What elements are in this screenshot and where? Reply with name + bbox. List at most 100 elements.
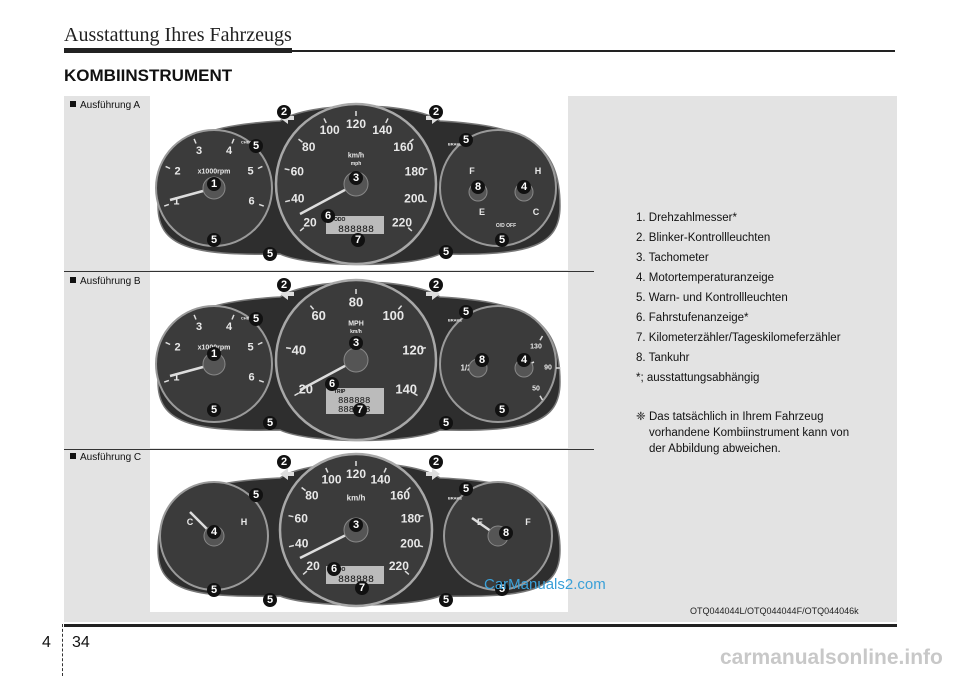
callout-5: 5 (207, 233, 221, 247)
svg-text:5: 5 (443, 246, 449, 258)
variant-label-a: Ausführung A (70, 100, 140, 111)
fuel-full-label: F (469, 166, 475, 176)
callout-4: 4 (517, 180, 531, 194)
svg-text:5: 5 (253, 489, 259, 501)
callout-2-left: 2 (277, 278, 291, 292)
dial-tick-mark (409, 138, 414, 143)
dial-tick-label: 180 (405, 165, 425, 179)
svg-text:5: 5 (267, 594, 273, 606)
legend-note: ❈ Das tatsächlich in Ihrem Fahrzeug vorh… (636, 409, 886, 457)
callout-5: 5 (459, 482, 473, 496)
callout-5: 5 (439, 245, 453, 259)
dial-tick-mark (405, 486, 411, 492)
svg-text:5: 5 (443, 417, 449, 429)
callout-5: 5 (263, 247, 277, 261)
callout-5: 5 (207, 403, 221, 417)
dial-tick-mark (285, 346, 292, 350)
dial-tick-mark (258, 379, 265, 383)
temp-hot-label: H (535, 166, 542, 176)
dial-tick-label: 4 (226, 145, 233, 157)
svg-text:5: 5 (211, 584, 217, 596)
dial-tick-label: 80 (305, 489, 319, 503)
variant-c-text: Ausführung C (80, 452, 142, 463)
callout-4: 4 (517, 353, 531, 367)
variant-a-text: Ausführung A (80, 100, 141, 111)
variant-label-c: Ausführung C (70, 452, 141, 463)
dial-tick-mark (309, 305, 315, 310)
svg-text:8: 8 (475, 181, 481, 193)
rpm-unit-label: x1000rpm (198, 169, 231, 176)
dial-tick-mark (302, 570, 308, 575)
svg-text:8: 8 (479, 354, 485, 366)
svg-text:1: 1 (211, 178, 217, 190)
dial-tick-label: 220 (389, 559, 409, 573)
brake-label: BRAKE (448, 142, 463, 147)
dial-tick-mark (294, 392, 300, 397)
svg-text:2: 2 (281, 279, 287, 291)
dial-tick-label: 2 (174, 166, 180, 178)
svg-text:5: 5 (211, 234, 217, 246)
dial-tick-label: 100 (321, 473, 341, 487)
callout-5: 5 (207, 583, 221, 597)
dial-tick-label: 6 (249, 372, 255, 384)
callout-5: 5 (249, 312, 263, 326)
dial-tick-mark (421, 199, 427, 203)
callout-5: 5 (439, 593, 453, 607)
legend-list: 1. Drehzahlmesser* 2. Blinker-Kontrollle… (636, 208, 886, 388)
note-mark-icon: ❈ (636, 411, 646, 423)
dial-tick-mark (165, 165, 171, 170)
dial-tick-label: 160 (393, 140, 413, 154)
dial-tick-label: 100 (382, 308, 404, 323)
page-number: 34 (72, 634, 90, 651)
legend-item: 6. Fahrstufenanzeige* (636, 312, 749, 324)
dial-tick-mark (417, 544, 424, 548)
note-line: vorhandene Kombiinstrument kann von (649, 427, 850, 439)
speed-unit-mph: mph (351, 161, 362, 167)
dial-tick-label: 180 (401, 511, 421, 525)
callout-5: 5 (263, 416, 277, 430)
carmanuals-watermark: CarManuals2.com (484, 576, 606, 593)
dial-tick-mark (404, 570, 410, 575)
note-line: Das tatsächlich in Ihrem Fahrzeug (649, 411, 824, 423)
section-title: KOMBIINSTRUMENT (64, 66, 233, 85)
dial-tick-mark (285, 199, 291, 203)
temp-hot-label: H (241, 517, 248, 527)
dial-tick-mark (163, 379, 170, 383)
brake-label: BRAKE (448, 318, 463, 323)
turn-signal-left-icon (280, 468, 294, 480)
odo-digits: 888888 (338, 396, 370, 406)
callout-2-right: 2 (429, 455, 443, 469)
dial-tick-label: 60 (291, 165, 305, 179)
callout-3: 3 (349, 171, 363, 185)
svg-text:6: 6 (331, 563, 337, 575)
svg-text:1: 1 (211, 348, 217, 360)
legend-item: 2. Blinker-Kontrollleuchten (636, 232, 771, 244)
dial-tick-label: 20 (306, 559, 320, 573)
dial-tick-label: 1 (173, 196, 179, 208)
dial-tick-label: 60 (295, 511, 309, 525)
dial-tick-label: 120 (346, 117, 366, 131)
dial-tick-label: 120 (402, 342, 424, 357)
callout-7: 7 (355, 581, 369, 595)
legend-item: 7. Kilometerzähler/Tageskilomeferzähler (636, 332, 841, 344)
dial-tick-label: 40 (295, 537, 309, 551)
svg-text:7: 7 (355, 234, 361, 246)
dial-tick-mark (323, 118, 327, 124)
dial-tick-label: 60 (311, 308, 325, 323)
dial-tick-label: 200 (400, 537, 420, 551)
fuel-empty-label: E (479, 207, 485, 217)
figure-reference: OTQ044044L/OTQ044044F/OTQ044046k (690, 606, 859, 616)
dial-tick-label: 3 (196, 145, 202, 157)
svg-text:5: 5 (253, 313, 259, 325)
od-off-label: O/D OFF (496, 223, 516, 229)
dial-tick-mark (288, 514, 294, 518)
callout-3: 3 (349, 518, 363, 532)
dial-tick-mark (163, 203, 170, 207)
callout-5: 5 (263, 593, 277, 607)
dial-tick-label: 140 (395, 382, 417, 397)
dial-tick-mark (193, 138, 197, 144)
dial-tick-mark (422, 168, 428, 171)
svg-text:5: 5 (463, 134, 469, 146)
